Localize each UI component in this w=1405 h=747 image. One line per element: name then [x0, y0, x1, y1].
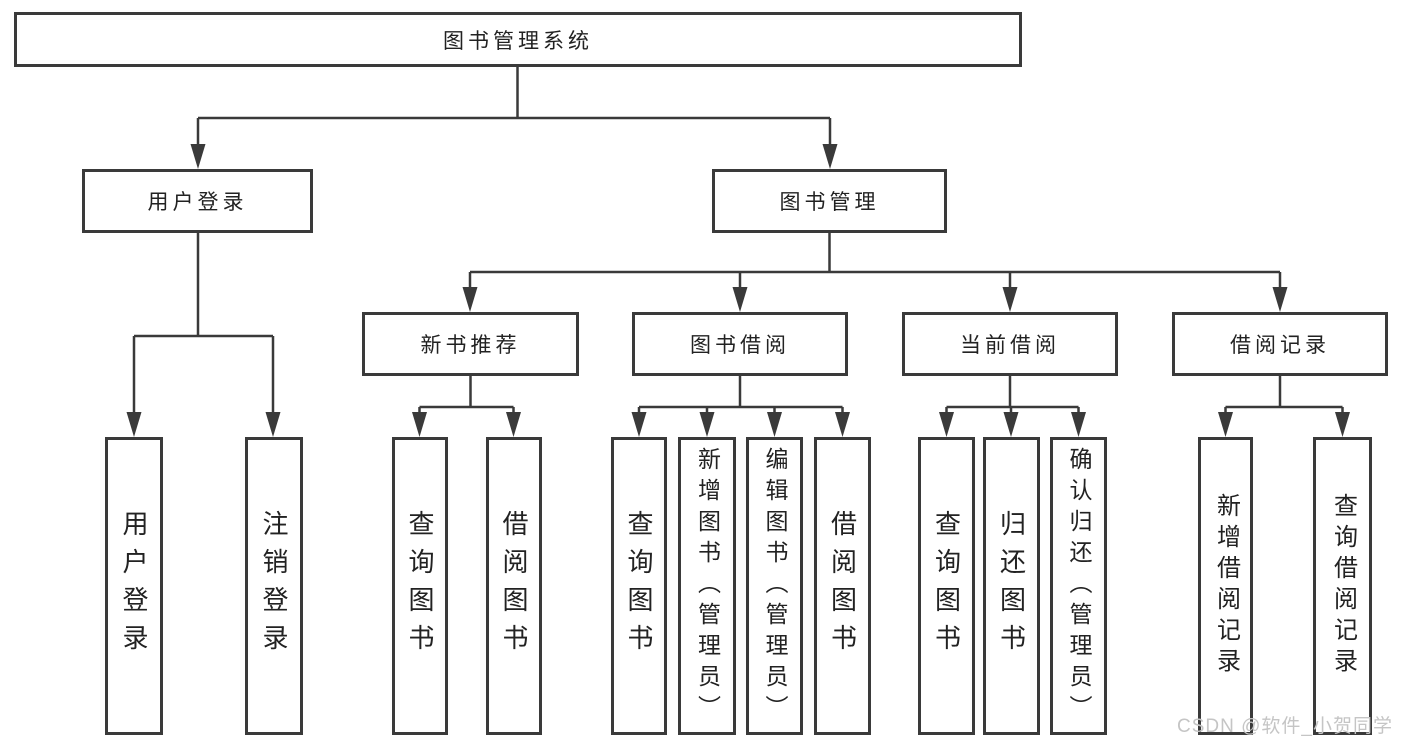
node-borrow-records: 借阅记录 — [1172, 312, 1388, 376]
leaf-edit-book-admin-label: 编辑图书（管理员） — [762, 446, 788, 726]
node-user-login-label: 用户登录 — [147, 191, 248, 214]
leaf-query-borrow-record-label: 查询借阅记录 — [1329, 493, 1357, 679]
leaf-borrow-borrow-books: 借阅图书 — [814, 437, 871, 735]
leaf-borrow-query-books: 查询图书 — [611, 437, 667, 735]
leaf-current-query-books-label: 查询图书 — [931, 510, 962, 662]
leaf-logout: 注销登录 — [245, 437, 303, 735]
leaf-borrow-query-books-label: 查询图书 — [624, 510, 654, 662]
node-book-mgmt-label: 图书管理 — [779, 191, 880, 214]
leaf-user-login: 用户登录 — [105, 437, 163, 735]
node-root: 图书管理系统 — [14, 12, 1022, 67]
leaf-add-book-admin: 新增图书（管理员） — [678, 437, 736, 735]
leaf-borrow-borrow-books-label: 借阅图书 — [827, 510, 858, 662]
leaf-logout-label: 注销登录 — [259, 510, 289, 662]
leaf-newrec-query-books: 查询图书 — [392, 437, 448, 735]
node-root-label: 图书管理系统 — [443, 29, 593, 53]
node-current-borrow: 当前借阅 — [902, 312, 1118, 376]
node-new-book-rec-label: 新书推荐 — [420, 334, 521, 357]
leaf-newrec-query-books-label: 查询图书 — [405, 510, 435, 662]
node-book-borrow: 图书借阅 — [632, 312, 848, 376]
watermark: CSDN @软件_小贺同学 — [1177, 716, 1393, 737]
node-new-book-rec: 新书推荐 — [362, 312, 579, 376]
leaf-return-book: 归还图书 — [983, 437, 1040, 735]
node-user-login: 用户登录 — [82, 169, 313, 233]
node-current-borrow-label: 当前借阅 — [960, 334, 1060, 357]
leaf-query-borrow-record: 查询借阅记录 — [1313, 437, 1372, 735]
leaf-add-borrow-record: 新增借阅记录 — [1198, 437, 1253, 735]
leaf-user-login-label: 用户登录 — [119, 510, 149, 662]
leaf-current-query-books: 查询图书 — [918, 437, 975, 735]
leaf-edit-book-admin: 编辑图书（管理员） — [746, 437, 803, 735]
leaf-add-book-admin-label: 新增图书（管理员） — [694, 446, 721, 726]
leaf-newrec-borrow-books: 借阅图书 — [486, 437, 542, 735]
node-book-borrow-label: 图书借阅 — [690, 334, 790, 357]
node-book-mgmt: 图书管理 — [712, 169, 947, 233]
leaf-add-borrow-record-label: 新增借阅记录 — [1212, 493, 1240, 679]
leaf-return-book-label: 归还图书 — [996, 510, 1027, 662]
leaf-newrec-borrow-books-label: 借阅图书 — [499, 510, 529, 662]
node-borrow-records-label: 借阅记录 — [1230, 334, 1330, 357]
leaf-confirm-return-admin-label: 确认归还（管理员） — [1066, 446, 1092, 726]
leaf-confirm-return-admin: 确认归还（管理员） — [1050, 437, 1107, 735]
